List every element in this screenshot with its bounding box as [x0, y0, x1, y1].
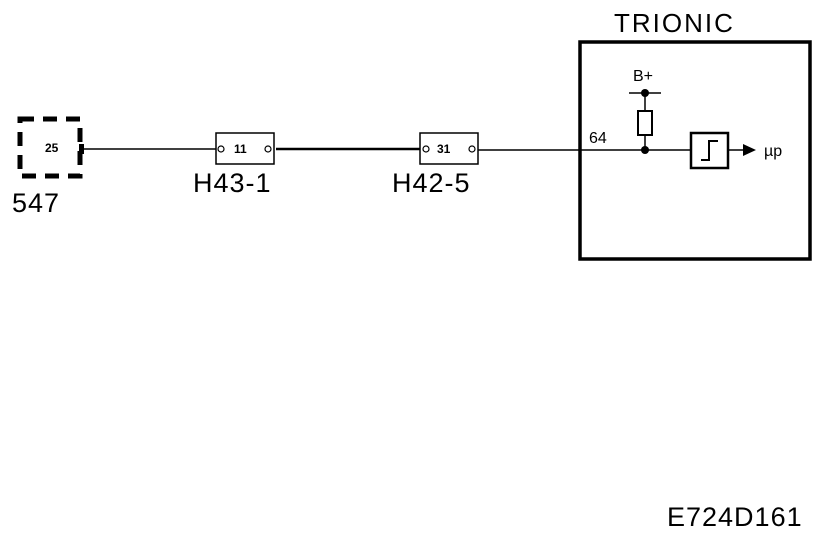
module-pin-label: 64 [589, 130, 607, 147]
output-label: µp [764, 143, 782, 160]
connector-label: H42-5 [392, 168, 471, 198]
connector-pin-label: 11 [234, 142, 247, 156]
component-pin-label: 25 [45, 141, 59, 155]
connector-body [419, 132, 479, 165]
schmitt-trigger-symbol [701, 140, 718, 161]
connector-h43-1: 11 H43-1 [193, 132, 275, 198]
component-terminal [79, 144, 84, 154]
component-547: 25 547 [12, 116, 84, 218]
module-title: TRIONIC [614, 8, 735, 38]
wires [84, 147, 645, 151]
module-box [578, 40, 812, 261]
connector-h42-5: 31 H42-5 [392, 132, 479, 198]
connector-pin-right [468, 145, 476, 153]
output-arrow-icon [743, 144, 756, 156]
connector-pin-left [422, 145, 430, 153]
connector-pin-left [217, 145, 225, 153]
supply-label: B+ [633, 68, 653, 85]
connector-pin-label: 31 [437, 142, 451, 156]
connector-pin-right [264, 145, 272, 153]
pullup-resistor [637, 110, 653, 136]
trionic-module: TRIONIC 64 B+ µp [578, 8, 812, 261]
figure-id: E724D161 [667, 502, 803, 532]
connector-label: H43-1 [193, 168, 272, 198]
component-label: 547 [12, 188, 60, 218]
connector-body [215, 132, 275, 165]
component-dashed-box [17, 116, 83, 179]
